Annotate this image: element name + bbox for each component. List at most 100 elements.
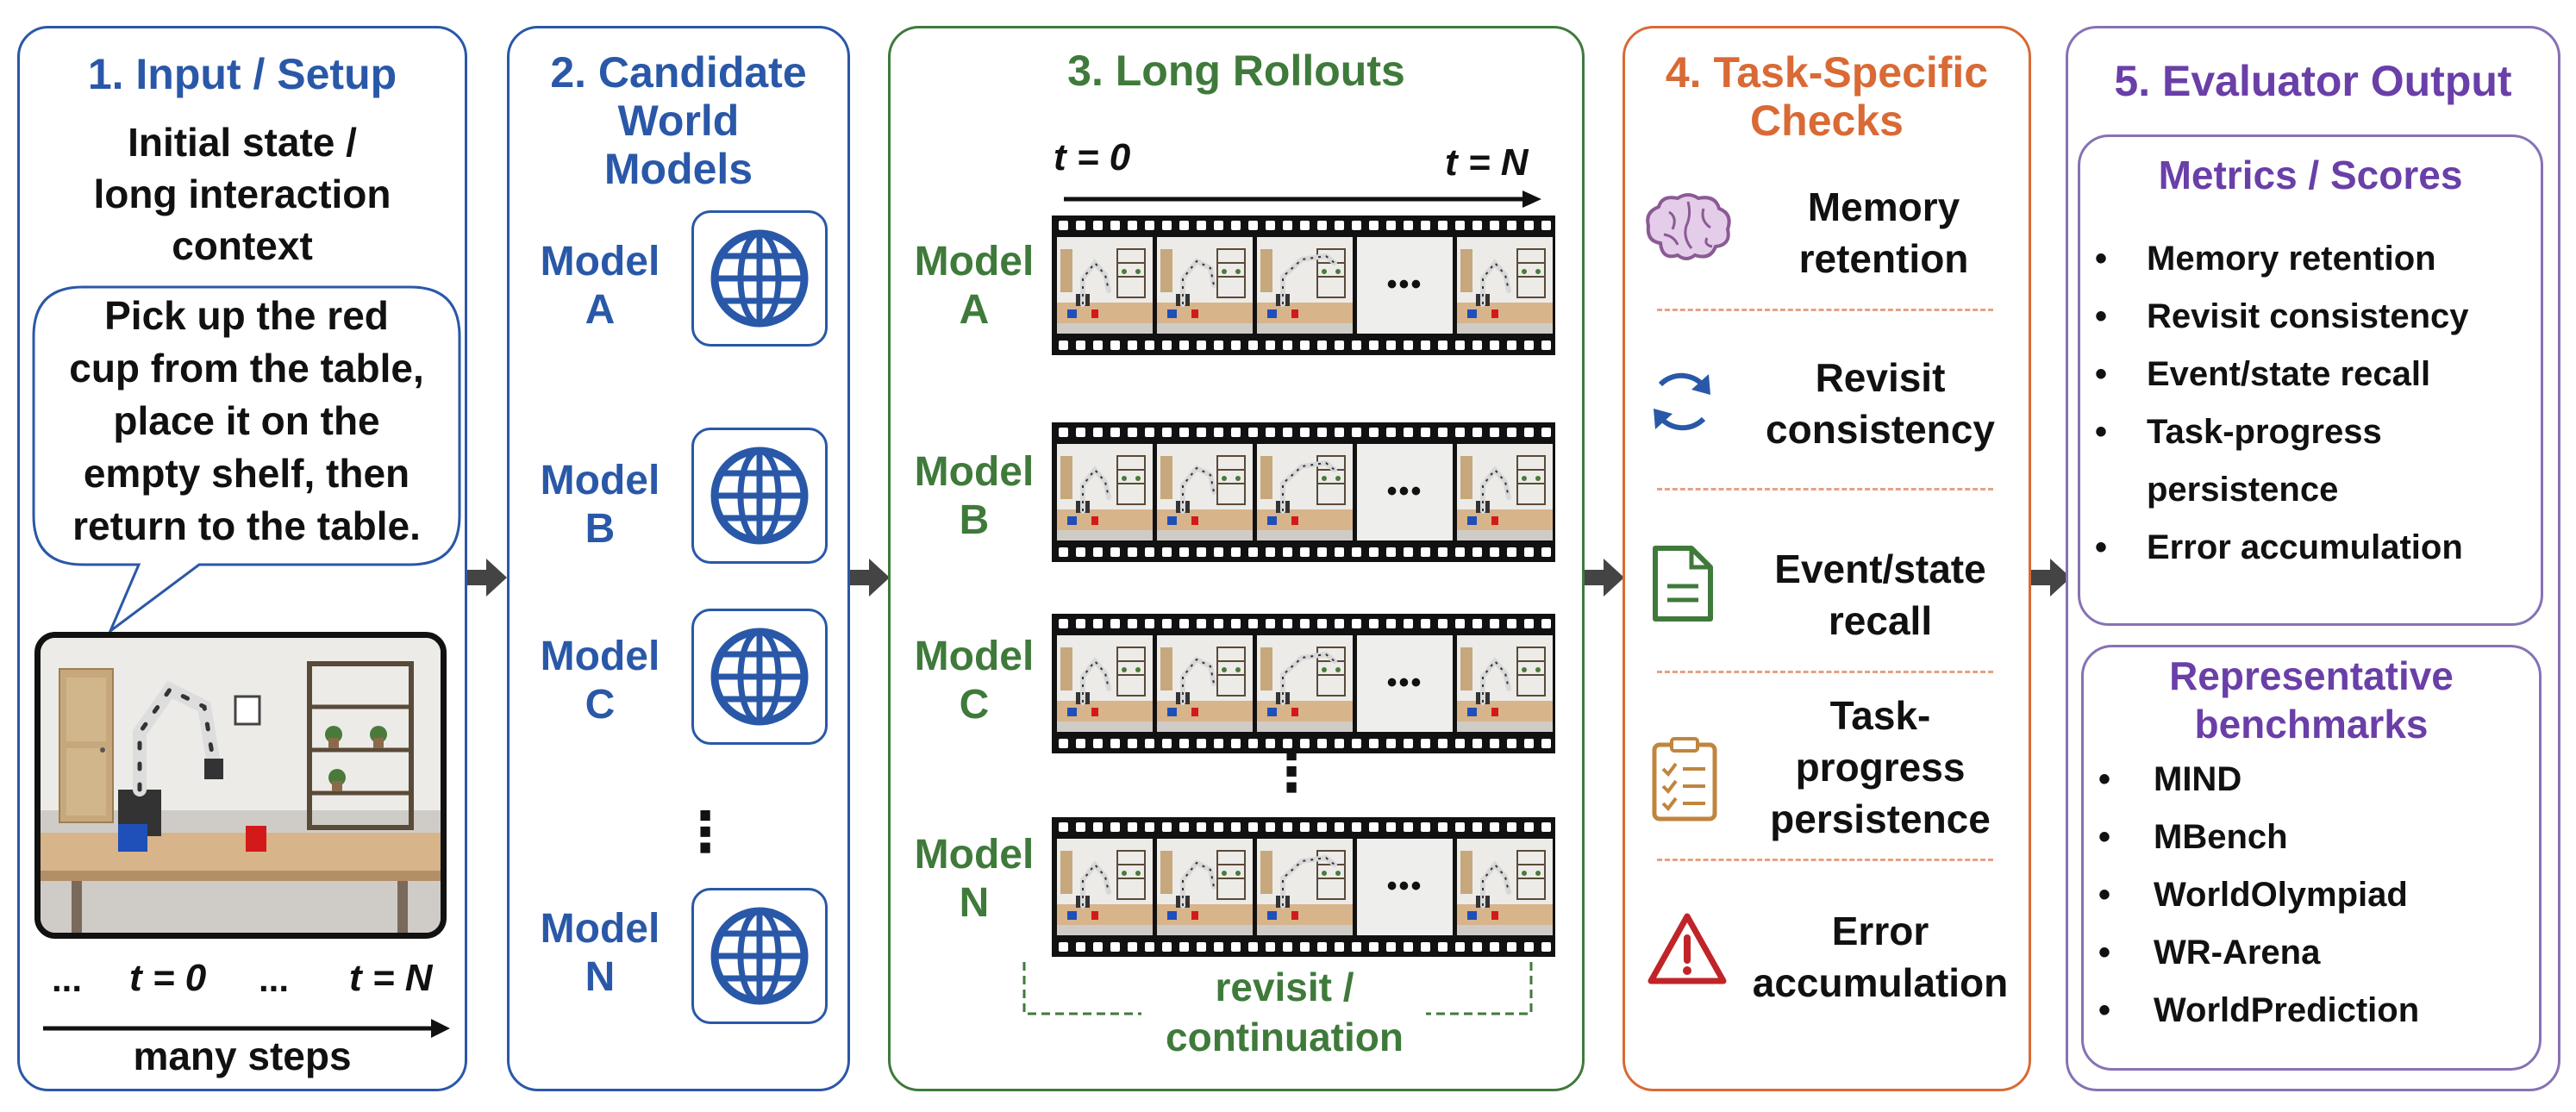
- sprocket-hole: [1162, 340, 1172, 350]
- sprocket-hole: [1162, 221, 1172, 230]
- sprocket-hole: [1541, 221, 1551, 230]
- sprocket-hole: [1490, 822, 1499, 832]
- sprocket-hole: [1507, 739, 1516, 748]
- sprocket-hole: [1197, 822, 1206, 832]
- sprocket-hole: [1248, 428, 1258, 437]
- instruction-line: empty shelf, then: [83, 451, 410, 496]
- rollout-frame: [1057, 839, 1153, 935]
- rollout-model-b-label: Model B: [905, 448, 1043, 545]
- sprocket-hole: [1059, 221, 1068, 230]
- sprocket-hole: [1076, 221, 1085, 230]
- revisit-bracket: [1022, 962, 1533, 1015]
- check-line: retention: [1798, 236, 1969, 281]
- rollout-t-start: t = 0: [1054, 136, 1131, 178]
- rollout-model-n-label: Model N: [905, 831, 1043, 928]
- sprocket-hole: [1076, 942, 1085, 952]
- title-line: World: [617, 97, 740, 145]
- sprocket-hole: [1214, 942, 1223, 952]
- sprocket-hole: [1524, 739, 1534, 748]
- model-label-line: Model: [540, 906, 660, 952]
- sprocket-hole: [1386, 428, 1396, 437]
- filmstrip-model-b: •••: [1052, 422, 1555, 562]
- check-task-progress-persistence: Task- progress persistence: [1729, 690, 2031, 845]
- sprocket-hole: [1093, 428, 1103, 437]
- sprocket-hole: [1059, 547, 1068, 557]
- sprocket-hole: [1335, 822, 1344, 832]
- sprocket-hole: [1524, 221, 1534, 230]
- rollout-frame: [1457, 237, 1553, 334]
- sprocket-hole: [1093, 340, 1103, 350]
- sprocket-hole: [1145, 942, 1154, 952]
- metric-bullet: •: [2095, 413, 2108, 451]
- check-separator: [1657, 309, 1993, 311]
- sprocket-hole: [1369, 822, 1379, 832]
- sprocket-hole: [1404, 340, 1413, 350]
- model-label-line: N: [959, 880, 990, 926]
- model-label-line: A: [585, 287, 616, 333]
- timeline-ellipsis-mid: ...: [259, 959, 290, 999]
- robot-frame-drawing: [1457, 444, 1553, 540]
- sprocket-hole: [1524, 822, 1534, 832]
- sprocket-hole: [1145, 739, 1154, 748]
- check-revisit-consistency: Revisit consistency: [1729, 352, 2031, 455]
- robot-frame-drawing: [1057, 444, 1153, 540]
- sprocket-hole: [1179, 340, 1189, 350]
- sprocket-hole: [1110, 221, 1120, 230]
- model-a-label: Model A: [531, 238, 669, 334]
- sprocket-hole: [1266, 221, 1275, 230]
- sprocket-hole: [1541, 942, 1551, 952]
- robot-scene-image: [34, 632, 447, 939]
- rollout-t-end: t = N: [1445, 141, 1529, 184]
- sprocket-hole: [1404, 619, 1413, 628]
- sprocket-hole: [1524, 340, 1534, 350]
- sprocket-hole: [1507, 428, 1516, 437]
- sprocket-hole: [1507, 221, 1516, 230]
- speech-bubble: [32, 285, 461, 635]
- metric-item: Error accumulation: [2147, 528, 2463, 566]
- sprocket-hole: [1266, 547, 1275, 557]
- sprocket-hole: [1145, 221, 1154, 230]
- sprocket-hole: [1197, 619, 1206, 628]
- rollout-time-arrow: [1064, 191, 1541, 208]
- sprocket-hole: [1283, 739, 1292, 748]
- sprocket-hole: [1455, 221, 1465, 230]
- instruction-line: Pick up the red: [104, 293, 389, 338]
- flow-arrow-3: [1585, 559, 1624, 597]
- sprocket-hole: [1110, 822, 1120, 832]
- sprocket-hole: [1490, 547, 1499, 557]
- sprocket-hole: [1421, 739, 1430, 748]
- check-separator: [1657, 488, 1993, 490]
- robot-frame-drawing: [1457, 237, 1553, 334]
- sprocket-hole: [1541, 340, 1551, 350]
- model-label-line: C: [959, 682, 990, 728]
- globe-icon: [710, 229, 809, 328]
- sprocket-hole: [1524, 942, 1534, 952]
- sprocket-hole: [1266, 428, 1275, 437]
- sprocket-hole: [1507, 547, 1516, 557]
- metric-item: Event/state recall: [2147, 355, 2431, 393]
- sprocket-hole: [1369, 340, 1379, 350]
- sprocket-hole: [1438, 942, 1447, 952]
- benchmark-item: MBench: [2154, 818, 2288, 856]
- sprocket-hole: [1369, 547, 1379, 557]
- panel3-title: 3. Long Rollouts: [1067, 47, 1405, 95]
- sprocket-hole: [1438, 340, 1447, 350]
- sprocket-hole: [1128, 942, 1137, 952]
- sprocket-hole: [1352, 547, 1361, 557]
- sprocket-hole: [1335, 428, 1344, 437]
- robot-frame-drawing: [1457, 635, 1553, 732]
- title-line: Checks: [1750, 97, 1904, 145]
- sprocket-hole: [1059, 942, 1068, 952]
- sprocket-hole: [1128, 739, 1137, 748]
- model-c-label: Model C: [531, 633, 669, 729]
- benchmarks-title-line: benchmarks: [2194, 702, 2429, 747]
- sprocket-hole: [1231, 428, 1241, 437]
- rollout-frame: [1157, 839, 1253, 935]
- model-label-line: Model: [540, 458, 660, 503]
- sprocket-hole: [1266, 739, 1275, 748]
- check-line: Event/state: [1774, 547, 1986, 591]
- model-label-line: Model: [914, 634, 1035, 679]
- sprocket-hole: [1541, 428, 1551, 437]
- check-separator: [1657, 859, 1993, 861]
- sprocket-hole: [1421, 619, 1430, 628]
